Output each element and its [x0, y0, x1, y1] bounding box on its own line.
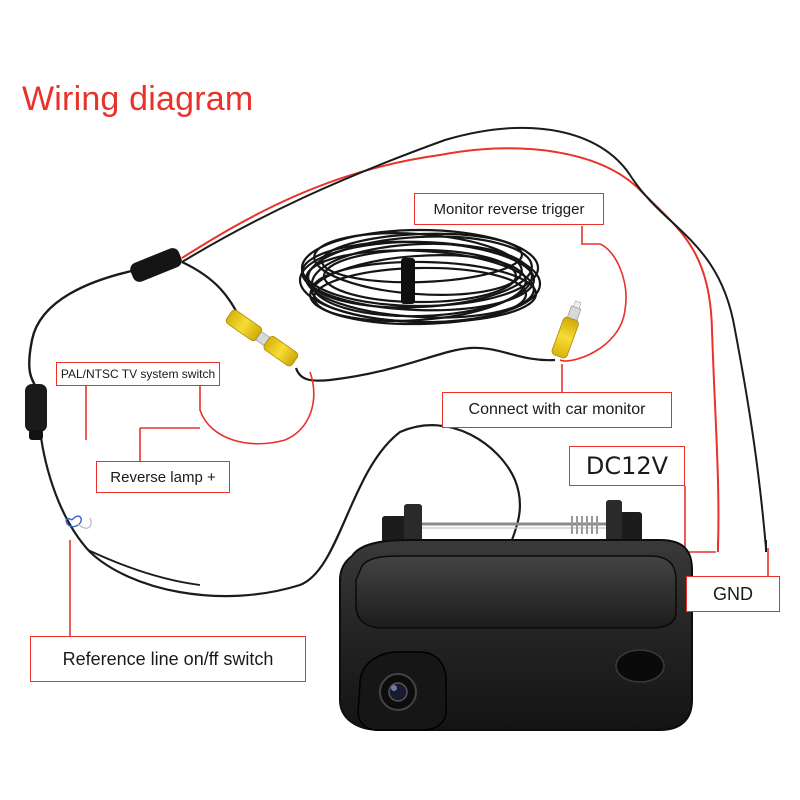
switch-module	[25, 384, 47, 432]
camera-lead-wire	[38, 424, 522, 598]
label-reference-line-switch: Reference line on/ff switch	[30, 636, 306, 682]
label-dc12v: DC12V	[569, 446, 685, 486]
inline-module	[130, 248, 182, 282]
main-harness-wire	[28, 268, 137, 393]
label-pal-ntsc-switch: PAL/NTSC TV system switch	[56, 362, 220, 386]
label-gnd: GND	[686, 576, 780, 612]
label-monitor-reverse-trigger: Monitor reverse trigger	[414, 193, 604, 225]
page-title: Wiring diagram	[22, 80, 254, 118]
harness-down	[294, 346, 556, 382]
ref-line-loop	[65, 515, 82, 528]
coiled-cable	[298, 228, 542, 326]
camera-pod	[357, 651, 447, 731]
camera-lead-wire-2	[87, 549, 201, 586]
ref-line-loop-white	[77, 517, 92, 529]
rca-connector-left	[225, 309, 299, 367]
red-power-wire	[181, 147, 720, 549]
black-ground-wire	[181, 126, 767, 549]
rca-connector-right	[551, 300, 582, 359]
switch-module-cap	[29, 430, 43, 440]
label-reverse-lamp: Reverse lamp +	[96, 461, 230, 493]
harness-to-yellow	[181, 261, 241, 319]
label-connect-car-monitor: Connect with car monitor	[442, 392, 672, 428]
coil-tie	[401, 258, 415, 304]
callout-lines	[69, 226, 769, 636]
